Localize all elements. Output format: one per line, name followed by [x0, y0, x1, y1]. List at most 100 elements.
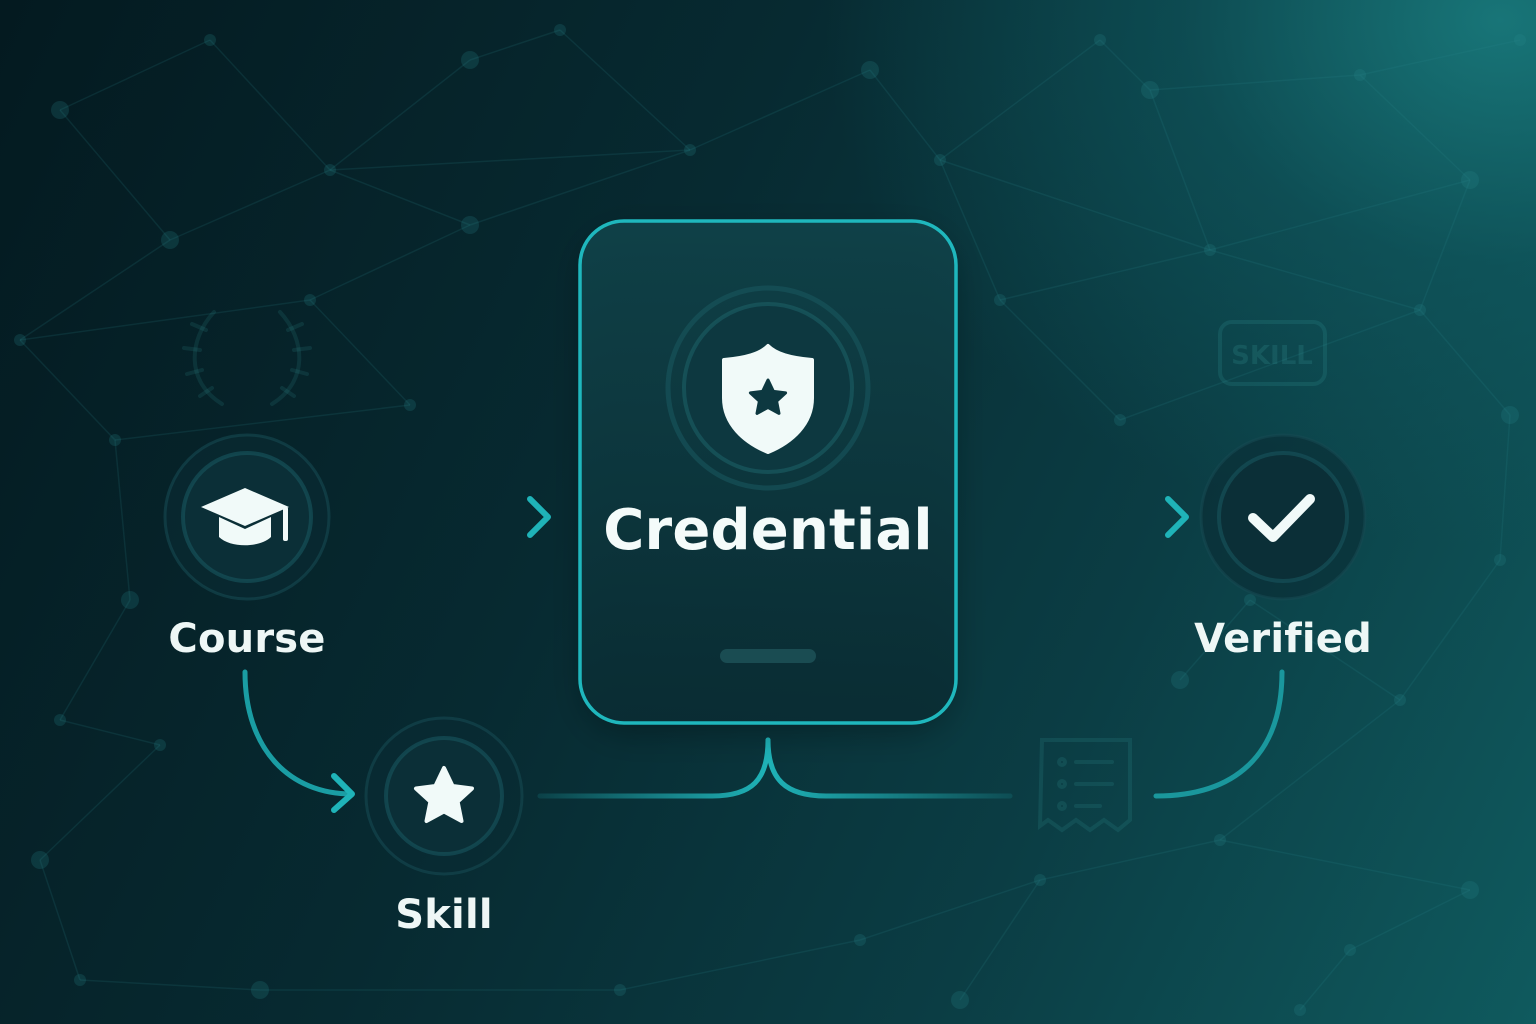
mesh-node — [684, 144, 696, 156]
skill-node[interactable] — [364, 716, 524, 876]
mesh-edge — [1359, 39, 1521, 76]
mesh-edge — [869, 69, 941, 161]
skill-label: Skill — [395, 892, 493, 938]
mesh-node — [54, 714, 66, 726]
mesh-edge — [689, 69, 871, 151]
mesh-node — [951, 991, 969, 1009]
mesh-edge — [59, 599, 131, 721]
mesh-node — [854, 934, 866, 946]
mesh-node — [1171, 671, 1189, 689]
mesh-node — [554, 24, 566, 36]
verified-label: Verified — [1194, 616, 1372, 662]
mesh-node — [1114, 414, 1126, 426]
mesh-edge — [1149, 74, 1361, 91]
mesh-node — [1344, 944, 1356, 956]
mesh-edge — [999, 249, 1211, 301]
mesh-node — [324, 164, 336, 176]
mesh-edge — [1209, 179, 1471, 251]
mesh-edge — [79, 979, 261, 991]
shield-star-icon — [722, 344, 814, 454]
mesh-node — [614, 984, 626, 996]
course-label: Course — [168, 616, 326, 662]
mesh-node — [404, 399, 416, 411]
mesh-edge — [1219, 839, 1471, 891]
mesh-node — [304, 294, 316, 306]
mesh-edge — [1359, 74, 1471, 181]
skill-badge-text: SKILL — [1231, 341, 1313, 371]
mesh-node — [154, 739, 166, 751]
mesh-edge — [329, 169, 471, 226]
connector-skill-to-credential — [537, 737, 771, 799]
arrow-course-to-skill — [242, 669, 355, 797]
star-icon — [414, 766, 474, 823]
mesh-node — [1141, 81, 1159, 99]
mesh-edge — [59, 719, 161, 746]
mesh-edge — [1209, 249, 1421, 311]
mesh-node — [1494, 554, 1506, 566]
mesh-edge — [619, 939, 861, 991]
mesh-node — [461, 216, 479, 234]
mesh-node — [1204, 244, 1216, 256]
mesh-edge — [1349, 889, 1471, 951]
mesh-edge — [114, 439, 131, 601]
mesh-node — [934, 154, 946, 166]
mesh-node — [1214, 834, 1226, 846]
mesh-node — [994, 294, 1006, 306]
mesh-edge — [939, 39, 1101, 161]
mesh-edge — [19, 239, 171, 341]
mesh-node — [51, 101, 69, 119]
mesh-edge — [1419, 309, 1511, 416]
course-node[interactable] — [163, 433, 331, 601]
checkmark-icon — [1248, 494, 1315, 542]
mesh-node — [1354, 69, 1366, 81]
mesh-node — [1501, 406, 1519, 424]
mesh-node — [1244, 594, 1256, 606]
skill-badge-decoration: SKILL — [1218, 320, 1327, 386]
mesh-node — [14, 334, 26, 346]
mesh-edge — [39, 744, 161, 861]
card-handle-bar — [720, 649, 816, 663]
background-network-mesh — [19, 29, 1521, 1011]
mesh-edge — [19, 339, 116, 441]
background-network-nodes — [14, 24, 1526, 1016]
mesh-edge — [469, 149, 691, 226]
mesh-edge — [329, 59, 471, 171]
mesh-edge — [1499, 414, 1511, 561]
arrowhead-course-to-credential — [527, 496, 551, 538]
mesh-node — [204, 34, 216, 46]
connector-credential-to-verified-bottom — [765, 737, 1013, 799]
mesh-edge — [939, 159, 1211, 251]
mesh-edge — [1119, 309, 1421, 421]
mesh-node — [861, 61, 879, 79]
mesh-edge — [59, 39, 211, 111]
arrowhead-course-to-skill — [331, 773, 355, 813]
mesh-edge — [1039, 839, 1221, 881]
mesh-edge — [999, 299, 1121, 421]
connector-verified-curve — [1153, 669, 1285, 799]
mesh-edge — [469, 29, 561, 61]
mesh-node — [251, 981, 269, 999]
laurel-wreath-icon — [182, 310, 312, 406]
mesh-node — [74, 974, 86, 986]
mesh-node — [1461, 171, 1479, 189]
mesh-node — [121, 591, 139, 609]
mesh-edge — [329, 149, 691, 171]
mesh-node — [161, 231, 179, 249]
mesh-edge — [1179, 599, 1251, 681]
credential-card[interactable] — [578, 219, 958, 730]
mesh-edge — [939, 159, 1001, 301]
mesh-node — [109, 434, 121, 446]
mesh-node — [31, 851, 49, 869]
verified-node[interactable] — [1199, 433, 1367, 601]
connectors — [242, 496, 1285, 813]
mesh-node — [461, 51, 479, 69]
document-list-icon — [1037, 738, 1132, 833]
mesh-node — [1394, 694, 1406, 706]
mesh-node — [1461, 881, 1479, 899]
mesh-edge — [309, 299, 411, 406]
mesh-edge — [1399, 559, 1501, 701]
arrowhead-credential-to-verified — [1165, 496, 1189, 538]
mesh-edge — [19, 299, 311, 341]
